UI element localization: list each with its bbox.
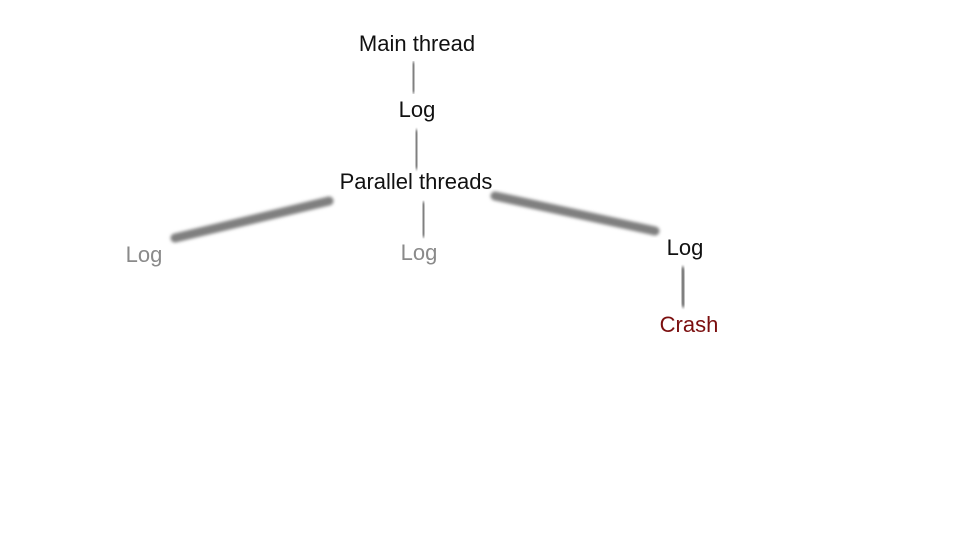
node-crash: Crash — [659, 312, 719, 337]
connector-log-to-parallel — [411, 129, 422, 170]
node-log-middle: Log — [400, 240, 438, 265]
node-main-thread: Main thread — [358, 31, 476, 56]
node-log-main: Log — [398, 97, 436, 122]
node-log-left: Log — [125, 242, 163, 267]
connector-log-right-to-crash — [677, 266, 689, 308]
node-log-right: Log — [666, 235, 704, 260]
connector-parallel-to-log-right — [490, 191, 660, 236]
connector-parallel-to-log-middle — [418, 201, 429, 238]
node-parallel-threads: Parallel threads — [339, 169, 493, 194]
connector-main-to-log — [408, 61, 419, 94]
connector-parallel-to-log-left — [170, 196, 334, 243]
